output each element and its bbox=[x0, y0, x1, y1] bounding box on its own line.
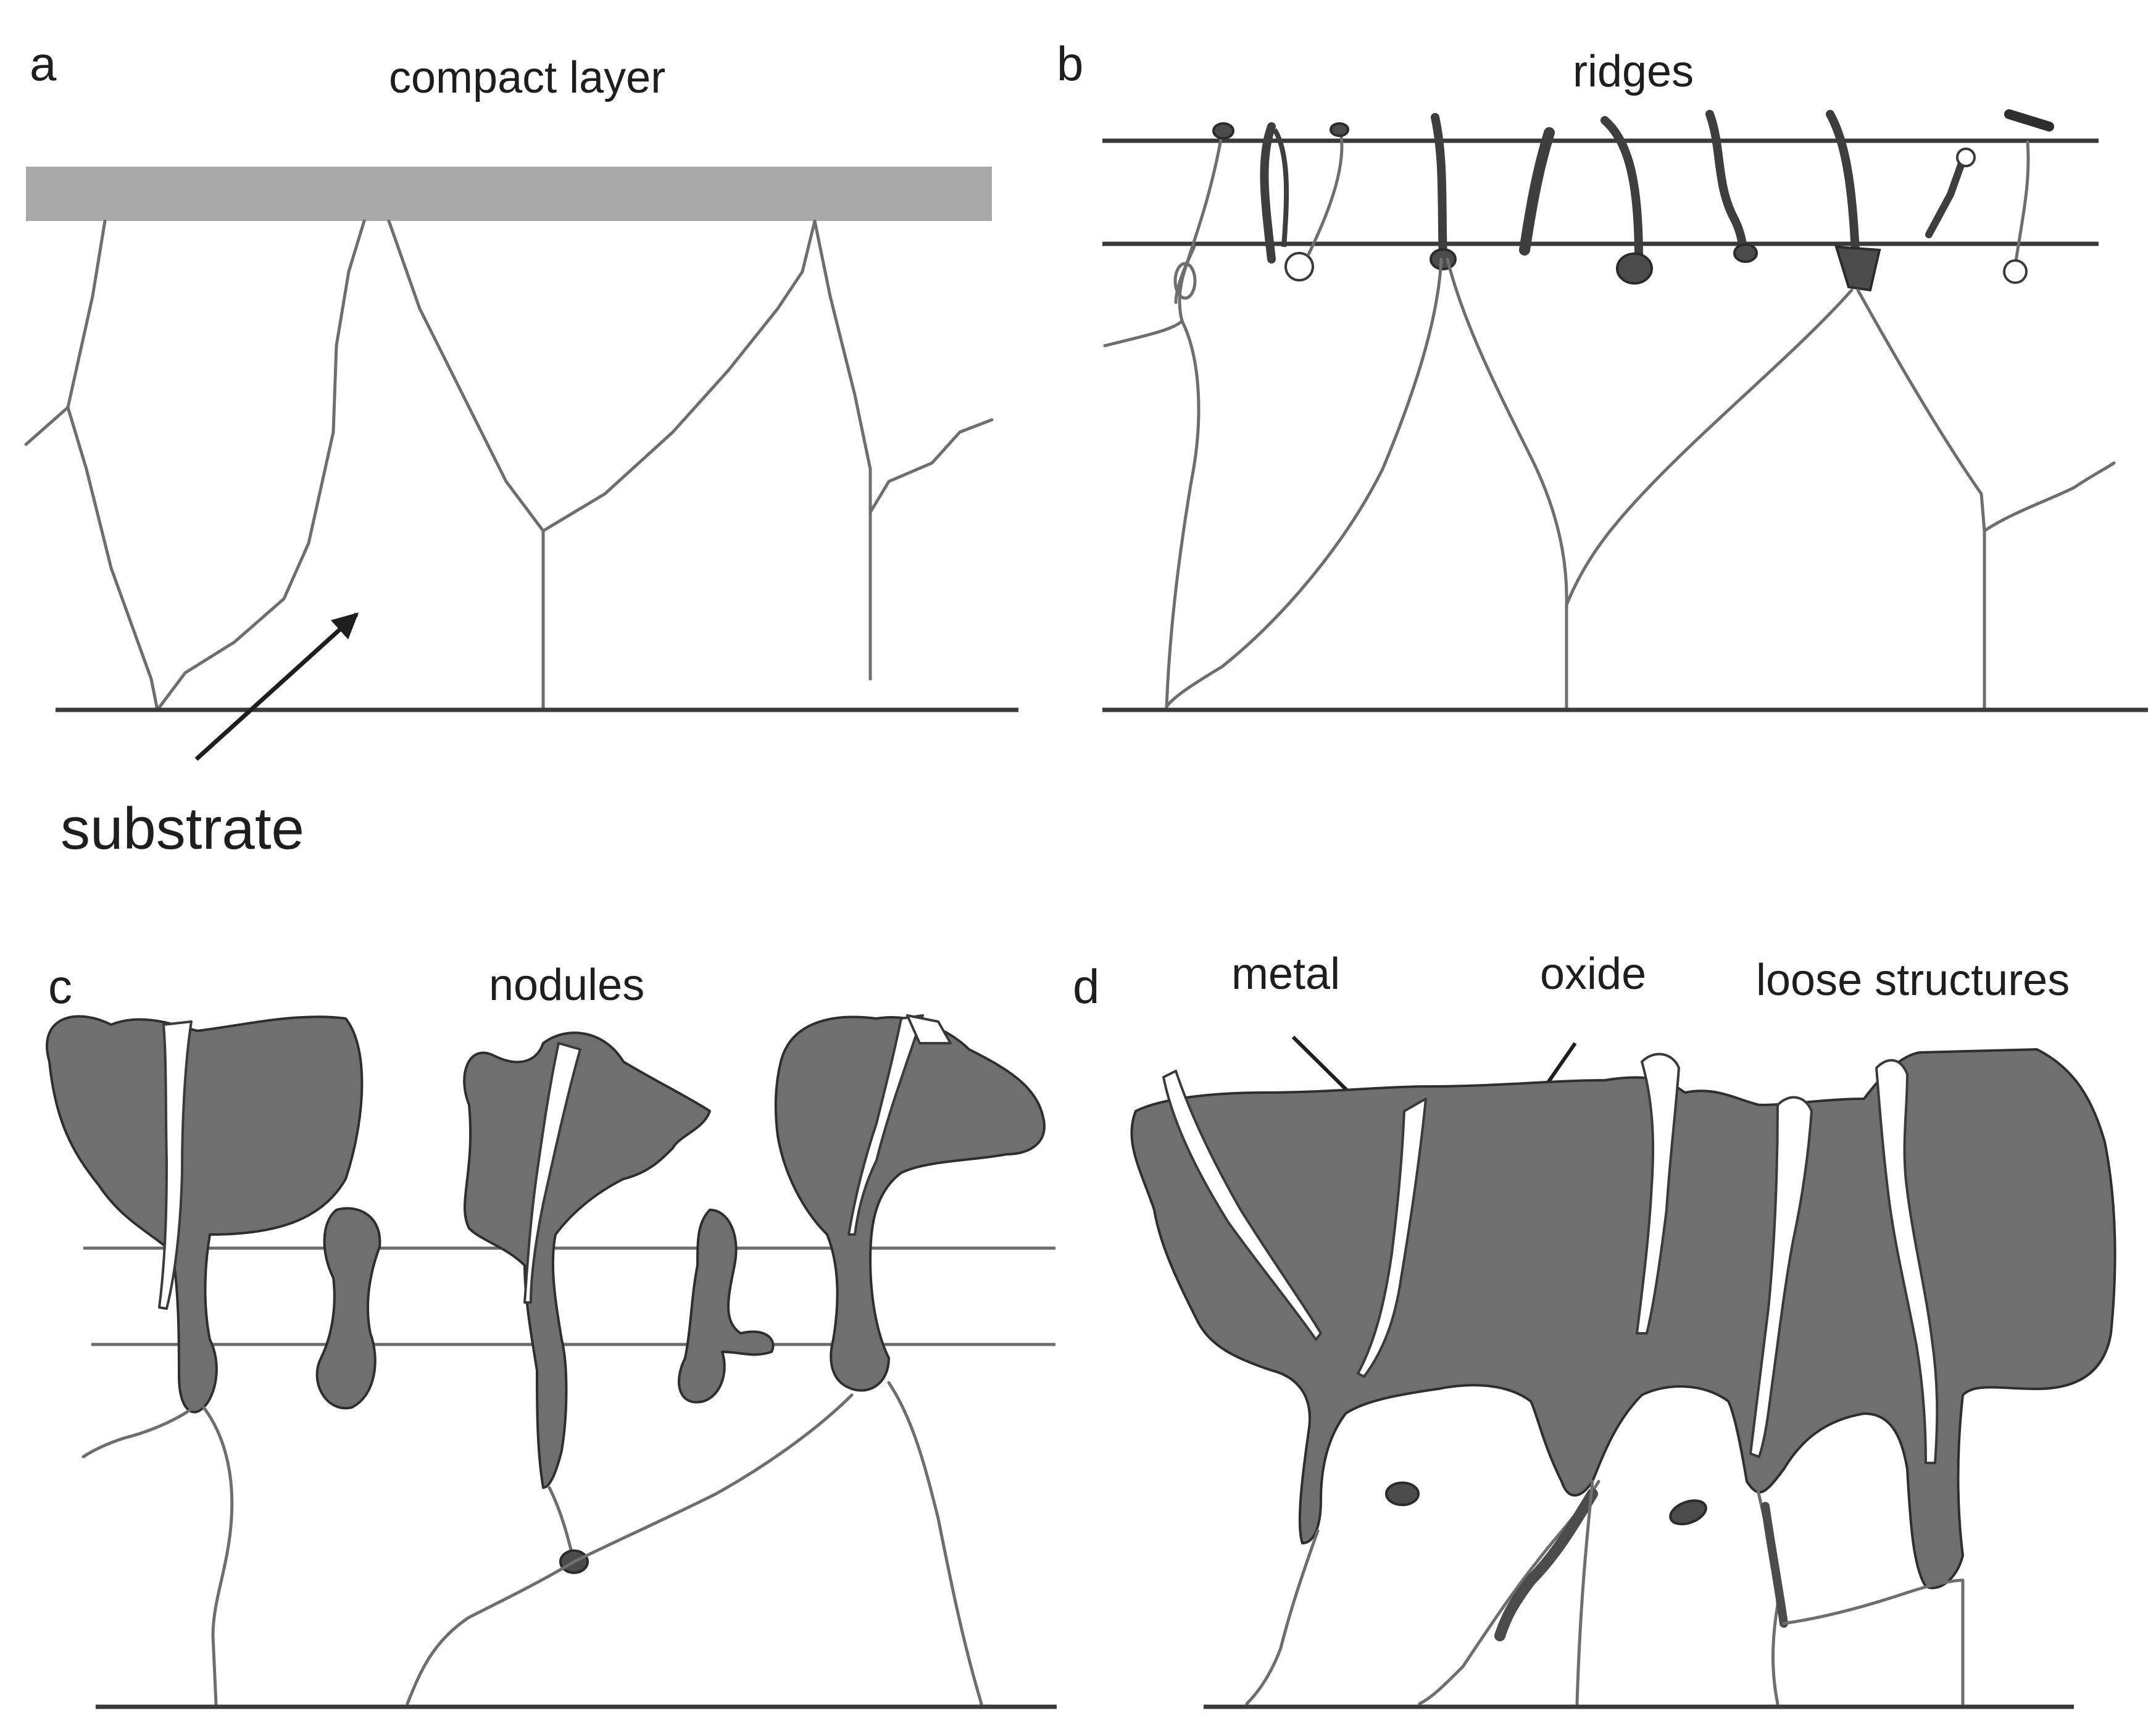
nodule-1 bbox=[46, 1015, 364, 1414]
panel-c-grain-boundaries bbox=[81, 1381, 983, 1706]
panel-a: a compact layer substrate bbox=[24, 36, 1018, 862]
compact-layer bbox=[26, 167, 992, 221]
substrate-label: substrate bbox=[60, 796, 304, 862]
nodule-2 bbox=[315, 1207, 381, 1410]
void-particle-1 bbox=[1385, 1481, 1420, 1506]
panel-c: c nodules bbox=[46, 959, 1057, 1709]
oxide-layer bbox=[1130, 1048, 2116, 1589]
panel-a-grain-boundaries bbox=[24, 219, 994, 712]
compact-layer-label: compact layer bbox=[389, 53, 665, 102]
nodule-3 bbox=[463, 1031, 711, 1489]
substrate-arrow bbox=[194, 612, 359, 761]
void-particle-2 bbox=[1669, 1499, 1707, 1525]
nodule-4 bbox=[678, 1209, 775, 1404]
panel-a-letter: a bbox=[30, 36, 57, 91]
panel-d-grain-boundaries bbox=[1245, 1480, 1965, 1706]
nodules-label: nodules bbox=[489, 960, 644, 1010]
metal-threads bbox=[1162, 1052, 1939, 1464]
panel-d: d metal oxide loose structures bbox=[1073, 949, 2116, 1709]
ridges-label: ridges bbox=[1573, 47, 1694, 96]
oxide-label: oxide bbox=[1540, 949, 1646, 999]
panel-c-letter: c bbox=[48, 959, 72, 1014]
metal-label: metal bbox=[1231, 949, 1340, 999]
panel-d-letter: d bbox=[1073, 959, 1099, 1014]
panel-b-ridges bbox=[1174, 109, 2054, 304]
nodule-5 bbox=[774, 1014, 1046, 1392]
panel-b-letter: b bbox=[1057, 36, 1083, 91]
panel-b-grain-boundaries bbox=[1103, 245, 2116, 712]
loose-structures-label: loose structures bbox=[1756, 956, 2070, 1005]
panel-b: b ridges bbox=[1057, 36, 2148, 712]
